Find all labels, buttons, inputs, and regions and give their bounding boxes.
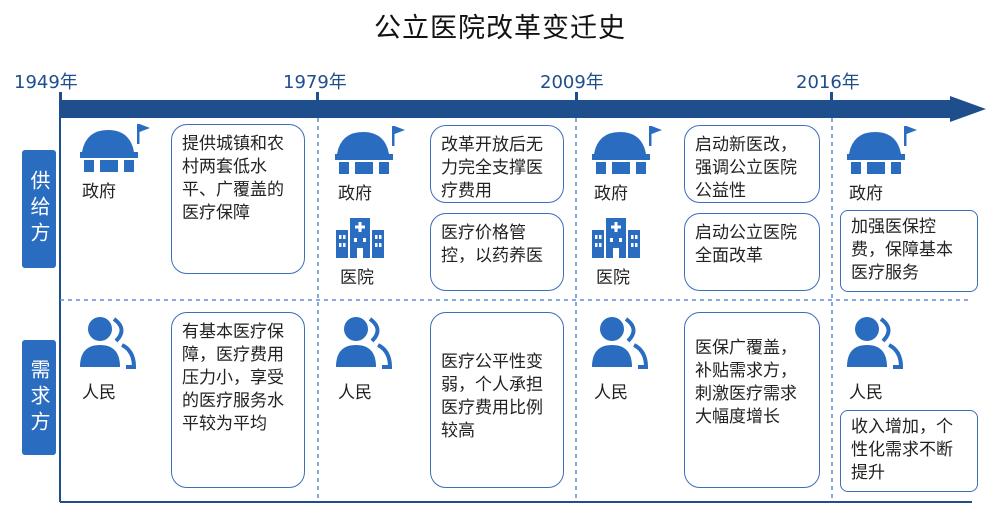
demand-card-2009: 医保广覆盖，补贴需求方，刺激医疗需求大幅度增长 bbox=[684, 312, 820, 488]
supply-card-government-1979: 改革开放后无力完全支撑医疗费用 bbox=[430, 125, 564, 203]
supply-card-2016: 加强医保控费，保障基本医疗服务 bbox=[840, 210, 978, 292]
supply-card-hospital-2009: 启动公立医院全面改革 bbox=[684, 213, 820, 291]
year-label-1949: 1949年 bbox=[14, 72, 78, 93]
year-label-2016: 2016年 bbox=[796, 72, 860, 93]
hospital-icon bbox=[592, 218, 640, 258]
diagram-title: 公立医院改革变迁史 bbox=[374, 13, 626, 44]
actor-label-government-2016: 政府 bbox=[849, 184, 883, 204]
demand-card-1949: 有基本医疗保障，医疗费用压力小，享受的医疗服务水平较为平均 bbox=[171, 312, 305, 488]
tick-1949 bbox=[59, 92, 62, 102]
demand-card-2016: 收入增加，个性化需求不断提升 bbox=[840, 410, 978, 492]
actor-label-hospital-1979: 医院 bbox=[340, 268, 374, 288]
tick-1979 bbox=[316, 92, 319, 102]
row-label-demand-text: 需求方 bbox=[27, 358, 51, 437]
people-icon bbox=[80, 317, 137, 369]
row-label-demand: 需求方 bbox=[22, 340, 56, 455]
supply-card-1949: 提供城镇和农村两套低水平、广覆盖的医疗保障 bbox=[171, 124, 305, 274]
actor-label-people-2016: 人民 bbox=[849, 383, 883, 403]
people-icon bbox=[847, 317, 904, 369]
government-building-icon bbox=[335, 126, 405, 174]
row-label-supply: 供给方 bbox=[22, 150, 56, 268]
actor-label-people-1979: 人民 bbox=[338, 383, 372, 403]
government-building-icon bbox=[847, 126, 917, 174]
actor-label-government-1949: 政府 bbox=[82, 182, 116, 202]
tick-2009 bbox=[575, 92, 578, 102]
hospital-icon bbox=[336, 218, 384, 258]
tick-2016 bbox=[830, 92, 833, 102]
people-icon bbox=[336, 317, 393, 369]
year-label-1979: 1979年 bbox=[283, 72, 347, 93]
actor-label-government-1979: 政府 bbox=[338, 184, 372, 204]
year-label-2009: 2009年 bbox=[540, 72, 604, 93]
timeline-arrow bbox=[59, 96, 986, 122]
actor-label-people-1949: 人民 bbox=[82, 383, 116, 403]
timeline-ticks bbox=[59, 92, 833, 102]
actor-label-hospital-2009: 医院 bbox=[596, 268, 630, 288]
government-building-icon bbox=[80, 124, 150, 172]
supply-card-hospital-1979: 医疗价格管控，以药养医 bbox=[430, 213, 564, 291]
actor-label-people-2009: 人民 bbox=[594, 383, 628, 403]
actor-label-government-2009: 政府 bbox=[594, 184, 628, 204]
government-building-icon bbox=[592, 126, 662, 174]
demand-card-1979: 医疗公平性变弱，个人承担医疗费用比例较高 bbox=[430, 312, 564, 488]
supply-card-government-2009: 启动新医改，强调公立医院公益性 bbox=[684, 125, 820, 203]
people-icon bbox=[592, 317, 649, 369]
row-label-supply-text: 供给方 bbox=[27, 170, 51, 248]
